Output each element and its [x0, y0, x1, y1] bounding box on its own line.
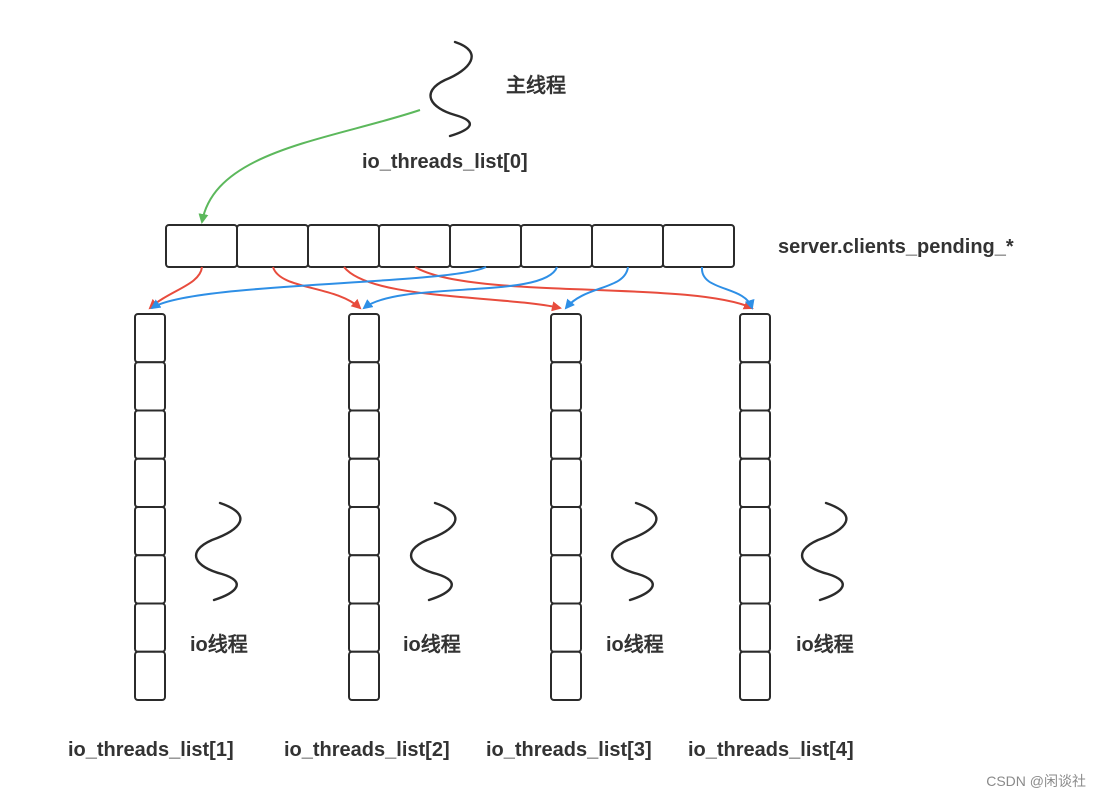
io-thread-list-cell: [739, 506, 771, 557]
io-thread-list-cell: [550, 409, 582, 460]
watermark: CSDN @闲谈社: [986, 773, 1086, 789]
io-thread-list-cell: [134, 361, 166, 412]
io-thread-4-list-label: io_threads_list[4]: [688, 739, 854, 761]
io-thread-list-cell: [739, 313, 771, 364]
pending-queue-cell: [520, 224, 593, 268]
io-thread-list-3: [550, 313, 582, 701]
io-thread-list-cell: [348, 361, 380, 412]
io-thread-list-cell: [550, 506, 582, 557]
io-thread-list-cell: [739, 361, 771, 412]
io-thread-2-label: io线程: [403, 632, 461, 656]
pending-queue-cell: [165, 224, 238, 268]
io-thread-list-cell: [348, 554, 380, 605]
io-thread-list-cell: [348, 506, 380, 557]
io-thread-list-cell: [348, 650, 380, 701]
io-thread-list-cell: [550, 313, 582, 364]
distribution-arrows: [148, 266, 755, 312]
io-thread-4-wave-icon: [800, 501, 848, 602]
red-arrow-to-list-2: [272, 266, 362, 310]
io-thread-list-cell: [348, 457, 380, 508]
main-thread-wave-icon: [429, 40, 473, 138]
pending-queue-label: server.clients_pending_*: [778, 236, 1014, 258]
io-thread-list-cell: [348, 313, 380, 364]
pending-queue-cell: [378, 224, 451, 268]
io-thread-list-cell: [134, 650, 166, 701]
pending-queue-cell: [307, 224, 380, 268]
io-thread-3-label: io线程: [606, 632, 664, 656]
io-thread-2: io线程 io_threads_list[2]: [284, 501, 461, 761]
red-arrow-to-list-3: [343, 266, 562, 312]
red-arrow-to-list-4: [414, 266, 754, 310]
main-thread-label: 主线程: [506, 73, 566, 97]
io-thread-list-cell: [134, 506, 166, 557]
red-arrow-to-list-1: [148, 266, 203, 310]
io-thread-1-list-label: io_threads_list[1]: [68, 739, 234, 761]
pending-queue: server.clients_pending_*: [165, 224, 1014, 268]
io-thread-list-cell: [134, 457, 166, 508]
pending-queue-cells: [165, 224, 735, 268]
io-thread-1-wave-icon: [194, 501, 242, 602]
io-thread-3: io线程 io_threads_list[3]: [486, 501, 664, 761]
io-thread-list-cell: [134, 313, 166, 364]
io-thread-list-cell: [550, 554, 582, 605]
blue-arrow-to-list-1: [150, 266, 487, 310]
io-thread-4-label: io线程: [796, 632, 854, 656]
io-thread-list-cell: [134, 602, 166, 653]
io-thread-list-cell: [550, 650, 582, 701]
io-thread-list-cell: [550, 602, 582, 653]
io-thread-list-cell: [348, 602, 380, 653]
io-thread-list-cell: [739, 602, 771, 653]
io-thread-list-cell: [739, 650, 771, 701]
io-thread-list-cell: [739, 554, 771, 605]
io-thread-list-cell: [348, 409, 380, 460]
io-thread-list-cell: [134, 554, 166, 605]
main-thread-arrow: [198, 109, 421, 224]
io-thread-2-wave-icon: [409, 501, 457, 602]
io-thread-1-label: io线程: [190, 632, 248, 656]
io-thread-list-cell: [739, 457, 771, 508]
io-thread-lists: [134, 313, 771, 701]
io-thread-3-wave-icon: [610, 501, 658, 602]
io-thread-list-1: [134, 313, 166, 701]
io-thread-list-cell: [739, 409, 771, 460]
io-thread-3-list-label: io_threads_list[3]: [486, 739, 652, 761]
pending-queue-cell: [662, 224, 735, 268]
blue-arrow-to-list-2: [362, 266, 558, 310]
io-thread-1: io线程 io_threads_list[1]: [68, 501, 248, 761]
blue-arrow-to-list-4: [700, 266, 755, 310]
io-thread-list-4: [739, 313, 771, 701]
main-thread-list-label: io_threads_list[0]: [362, 151, 528, 173]
io-thread-list-cell: [134, 409, 166, 460]
io-thread-list-2: [348, 313, 380, 701]
io-thread-2-list-label: io_threads_list[2]: [284, 739, 450, 761]
blue-arrow-to-list-3: [564, 266, 629, 310]
pending-queue-cell: [236, 224, 309, 268]
pending-queue-cell: [591, 224, 664, 268]
io-thread-4: io线程 io_threads_list[4]: [688, 501, 854, 761]
pending-queue-cell: [449, 224, 522, 268]
io-thread-list-cell: [550, 361, 582, 412]
main-thread: 主线程 io_threads_list[0]: [362, 40, 566, 173]
io-thread-list-cell: [550, 457, 582, 508]
